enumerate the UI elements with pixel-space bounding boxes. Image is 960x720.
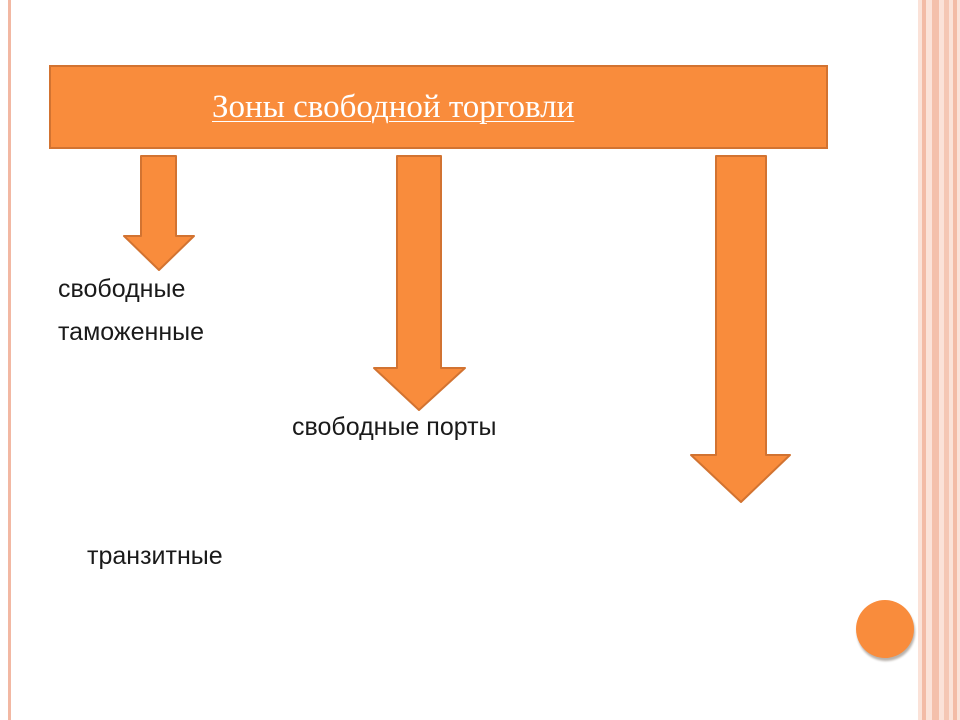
arrow-down-icon <box>690 155 791 503</box>
label-free: свободные <box>58 275 186 303</box>
right-decorative-panel <box>918 0 960 720</box>
arrow-down-icon <box>373 155 466 411</box>
title-box: Зоны свободной торговли <box>49 65 828 149</box>
right-stripe <box>953 0 957 720</box>
label-transit: транзитные <box>87 542 223 570</box>
label-free-ports: свободные порты <box>292 413 497 441</box>
arrow-down-icon <box>123 155 195 271</box>
right-stripe <box>922 0 926 720</box>
left-decorative-stripe <box>8 0 11 720</box>
decorative-circle <box>856 600 914 658</box>
label-customs: таможенные <box>58 318 204 346</box>
right-stripe <box>932 0 939 720</box>
slide-title: Зоны свободной торговли <box>212 88 575 125</box>
right-stripe <box>944 0 949 720</box>
